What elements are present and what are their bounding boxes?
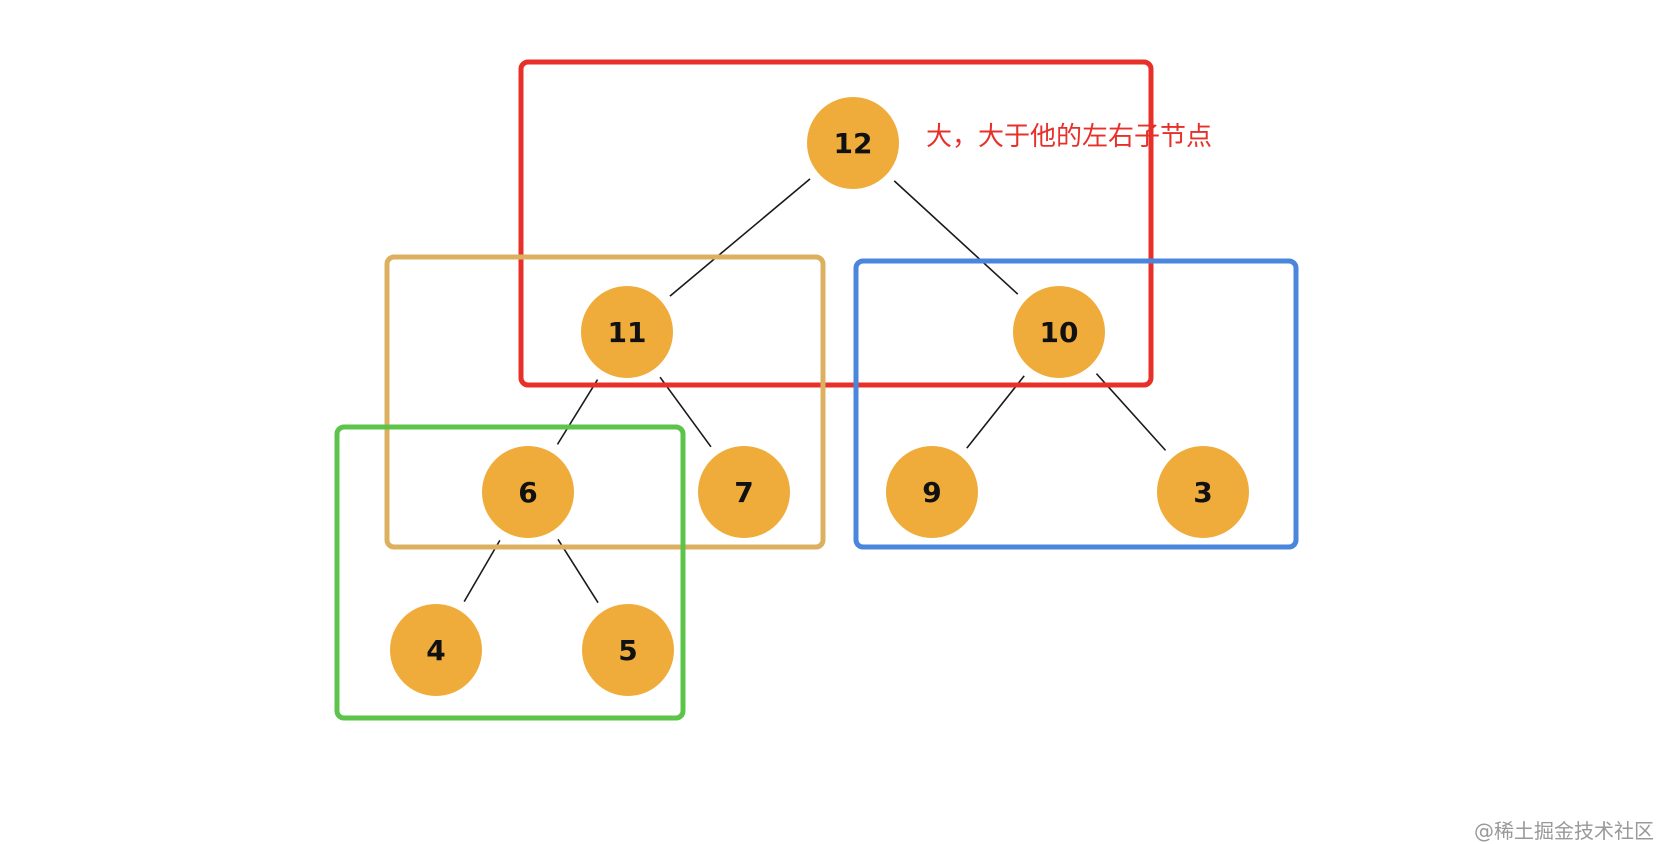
- left-subtree-group-box: [384, 254, 826, 550]
- node-3: 3: [1157, 446, 1249, 538]
- node-6: 6: [482, 446, 574, 538]
- node-circle: [582, 604, 674, 696]
- edge-10-9: [966, 375, 1025, 449]
- node-circle: [698, 446, 790, 538]
- node-11: 11: [581, 286, 673, 378]
- node-value: 9: [922, 476, 941, 509]
- tree-nodes: 12 11 10 6 7 9 3 4 5: [390, 97, 1249, 696]
- node-value: 4: [426, 634, 445, 667]
- node-12: 12: [807, 97, 899, 189]
- edge-11-7: [659, 376, 712, 448]
- node-circle: [581, 286, 673, 378]
- subtree-boxes: [334, 59, 1299, 721]
- tree-edges: [463, 178, 1167, 604]
- node-value: 5: [618, 634, 637, 667]
- node-7: 7: [698, 446, 790, 538]
- annotation-label: 大，大于他的左右子节点: [926, 122, 1212, 152]
- node-circle: [807, 97, 899, 189]
- edge-11-6: [556, 379, 599, 445]
- node-5: 5: [582, 604, 674, 696]
- edge-6-5: [557, 538, 599, 604]
- bottom-subtree-group-box: [334, 424, 686, 721]
- node-circle: [886, 446, 978, 538]
- node-circle: [1013, 286, 1105, 378]
- edge-12-10: [893, 180, 1019, 295]
- edge-6-4: [463, 539, 501, 603]
- node-value: 7: [734, 476, 753, 509]
- node-circle: [482, 446, 574, 538]
- watermark-text: @稀土掘金技术社区: [1474, 819, 1654, 843]
- node-value: 3: [1193, 476, 1212, 509]
- node-circle: [390, 604, 482, 696]
- node-value: 11: [608, 316, 647, 349]
- root-group-box: [518, 59, 1154, 388]
- node-circle: [1157, 446, 1249, 538]
- right-subtree-group-box: [853, 258, 1299, 550]
- node-value: 12: [834, 127, 873, 160]
- node-value: 10: [1040, 316, 1079, 349]
- edge-12-11: [669, 178, 811, 297]
- node-10: 10: [1013, 286, 1105, 378]
- node-4: 4: [390, 604, 482, 696]
- node-value: 6: [518, 476, 537, 509]
- node-9: 9: [886, 446, 978, 538]
